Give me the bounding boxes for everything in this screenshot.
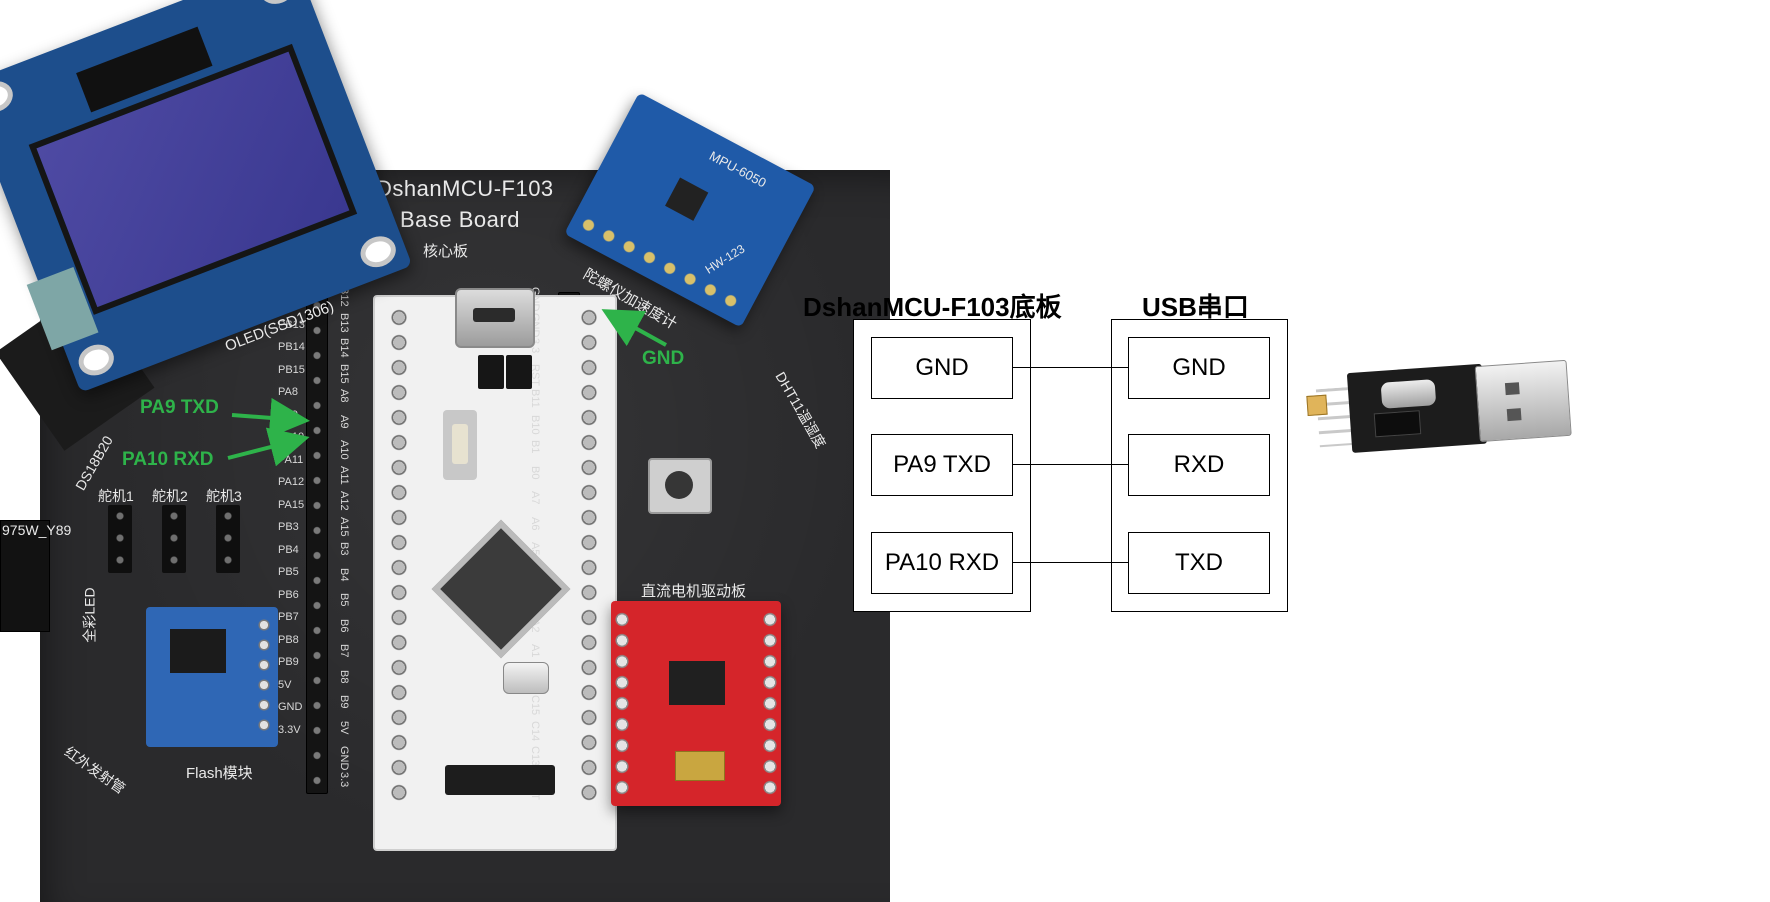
- left-pin-pa9: PA9 TXD: [871, 434, 1013, 496]
- dongle-jumper: [1306, 394, 1328, 417]
- usb-serial-dongle: [1305, 352, 1572, 470]
- usb-a-plug: [1474, 359, 1572, 443]
- right-pin-rxd: RXD: [1128, 434, 1270, 496]
- core-usb-port: [455, 288, 535, 348]
- header-pin-label: PB7: [278, 611, 299, 623]
- header-pin-label: PA12: [278, 476, 305, 488]
- dongle-crystal: [1380, 379, 1437, 409]
- header-pin-label: PA8: [278, 386, 298, 398]
- flash-header: [256, 615, 272, 735]
- flash-label: Flash模块: [186, 765, 253, 782]
- servo-label-3: 舵机3: [206, 488, 242, 504]
- left-pin-gnd: GND: [871, 337, 1013, 399]
- diagram-right-title: USB串口: [1142, 292, 1249, 322]
- servo-label-2: 舵机2: [152, 488, 188, 504]
- boot0-jumper: [506, 355, 532, 389]
- header-pin-label: PB9: [278, 656, 299, 668]
- header-pin-label: GND: [278, 701, 303, 713]
- header-pin-label: PB4: [278, 543, 299, 556]
- wire-tx-rx: [1013, 464, 1128, 465]
- servo-header-3: [216, 505, 240, 573]
- annotation-arrows: [227, 309, 667, 467]
- core-right-pin-holes: [581, 305, 597, 805]
- header-pin-label: PB6: [278, 588, 299, 601]
- motor-driver-chip: [669, 661, 725, 705]
- left-header-strip: [306, 292, 328, 794]
- base-board-photo: DshanMCU-F103 Base Board 核心板 DS18B20 975…: [0, 0, 890, 902]
- servo-label-1: 舵机1: [98, 488, 134, 504]
- wire-gnd: [1013, 367, 1128, 368]
- m3-text: 975W_Y89: [2, 522, 72, 538]
- crystal: [503, 662, 549, 694]
- diagram-left-title: DshanMCU-F103底板: [803, 292, 1062, 322]
- core-left-pin-holes: [391, 305, 407, 805]
- header-pin-label: PB13: [278, 318, 305, 331]
- motor-header-left: [615, 609, 629, 799]
- header-pin-label: PA15: [278, 498, 305, 511]
- swd-header: [445, 765, 555, 795]
- header-pin-label: PB5: [278, 566, 299, 578]
- pa10-annotation: PA10 RXD: [122, 449, 214, 470]
- right-pin-txd: TXD: [1128, 532, 1270, 594]
- motor-header-right: [763, 609, 777, 799]
- pa9-arrow: [231, 397, 310, 438]
- header-pin-label: PB8: [278, 633, 299, 646]
- core-board-label: 核心板: [423, 243, 469, 260]
- header-pin-label: 3.3V: [278, 723, 301, 736]
- motor-driver-label: 直流电机驱动板: [641, 583, 747, 600]
- board-title-line1: DshanMCU-F103: [376, 176, 554, 201]
- core-reset-button: [443, 410, 477, 480]
- flash-module: [146, 607, 278, 747]
- flash-chip: [170, 629, 226, 673]
- dongle-pcb: [1346, 363, 1488, 453]
- header-pin-label: PB15: [278, 363, 305, 376]
- pa10-arrow: [227, 427, 310, 467]
- header-pin-label: PB3: [278, 521, 299, 533]
- pa9-annotation: PA9 TXD: [140, 397, 219, 418]
- gnd-arrow: [601, 309, 667, 347]
- right-pin-gnd: GND: [1128, 337, 1270, 399]
- m3-module: [0, 520, 50, 632]
- header-pin-label: 5V: [278, 678, 292, 691]
- key-k1: [648, 458, 712, 514]
- wire-rx-tx: [1013, 562, 1128, 563]
- motor-driver-board: [611, 601, 781, 806]
- board-title-line2: Base Board: [400, 207, 520, 232]
- gnd-annotation: GND: [642, 348, 685, 369]
- motor-capacitor: [675, 751, 725, 781]
- dongle-chip: [1373, 410, 1422, 438]
- servo-header-1: [108, 505, 132, 573]
- servo-header-2: [162, 505, 186, 573]
- header-pin-label: PB14: [278, 341, 305, 353]
- left-pin-pa10: PA10 RXD: [871, 532, 1013, 594]
- boot1-jumper: [478, 355, 504, 389]
